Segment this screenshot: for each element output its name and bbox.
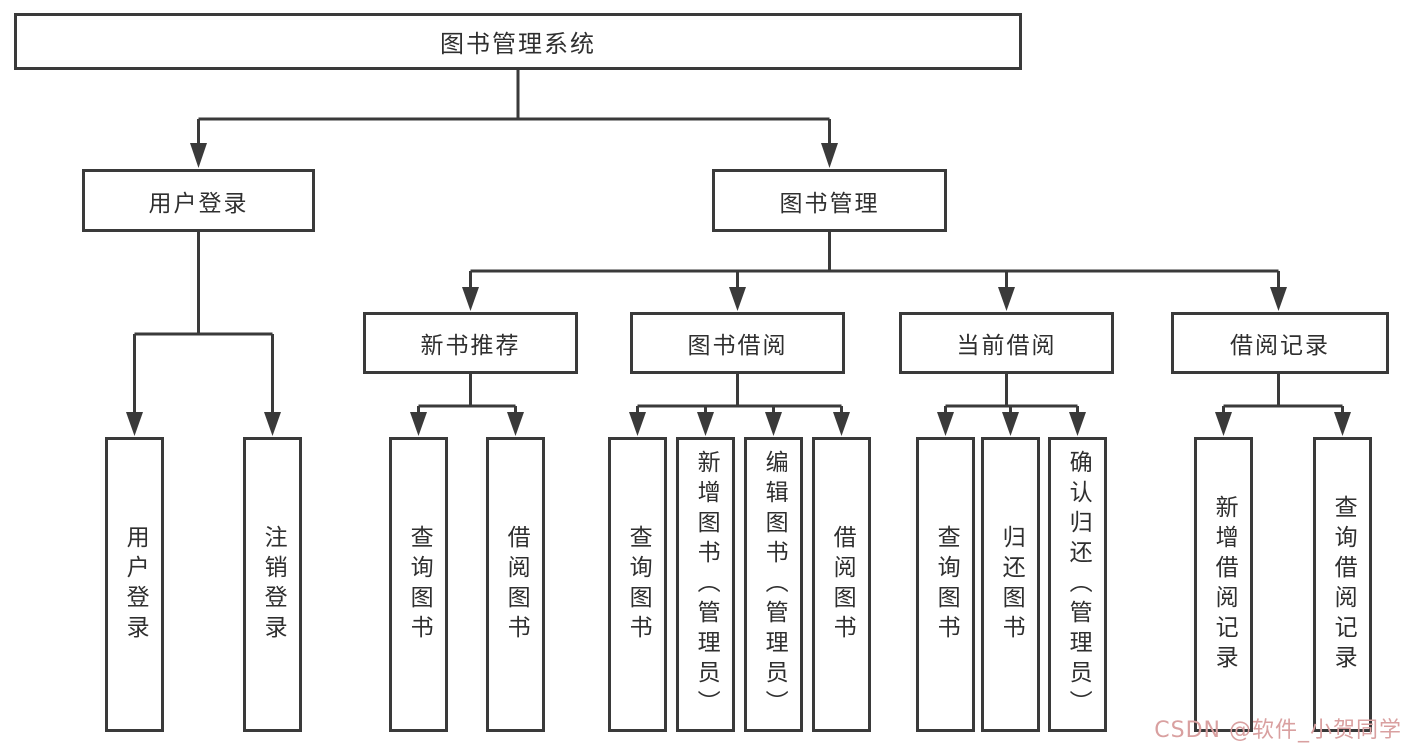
leaf-recommend-query-books-label: 查询图书 <box>406 524 433 645</box>
leaf-current-confirm-return-admin: 确认归还（管理员） <box>1048 437 1107 732</box>
leaf-borrowing-borrow-books-label: 借阅图书 <box>829 524 856 645</box>
node-book-borrowing: 图书借阅 <box>630 312 845 374</box>
leaf-borrowing-add-books-admin: 新增图书（管理员） <box>676 437 735 732</box>
leaf-borrowing-borrow-books: 借阅图书 <box>812 437 871 732</box>
leaf-borrowing-edit-books-admin: 编辑图书（管理员） <box>744 437 803 732</box>
node-user-login: 用户登录 <box>82 169 315 232</box>
leaf-user-login: 用户登录 <box>105 437 164 732</box>
node-current-borrowing-label: 当前借阅 <box>956 333 1057 359</box>
node-borrowing-records: 借阅记录 <box>1171 312 1389 374</box>
leaf-records-query-borrow-record: 查询借阅记录 <box>1313 437 1372 732</box>
leaf-borrowing-add-books-admin-label: 新增图书（管理员） <box>693 449 720 720</box>
node-library-system-label: 图书管理系统 <box>440 30 596 58</box>
leaf-logout-label: 注销登录 <box>260 524 287 645</box>
node-current-borrowing: 当前借阅 <box>899 312 1114 374</box>
node-borrowing-records-label: 借阅记录 <box>1230 333 1330 359</box>
node-new-book-recommend-label: 新书推荐 <box>420 333 521 359</box>
leaf-current-confirm-return-admin-label: 确认归还（管理员） <box>1065 449 1092 720</box>
csdn-watermark: CSDN @软件_小贺同学 <box>1154 718 1402 743</box>
leaf-current-return-books-label: 归还图书 <box>998 524 1025 645</box>
leaf-current-query-books: 查询图书 <box>916 437 975 732</box>
node-new-book-recommend: 新书推荐 <box>363 312 578 374</box>
leaf-borrowing-query-books-label: 查询图书 <box>625 524 652 645</box>
node-book-management: 图书管理 <box>712 169 947 232</box>
leaf-recommend-borrow-books-label: 借阅图书 <box>503 524 530 645</box>
node-user-login-label: 用户登录 <box>148 190 249 217</box>
leaf-recommend-query-books: 查询图书 <box>389 437 448 732</box>
leaf-current-return-books: 归还图书 <box>981 437 1040 732</box>
leaf-current-query-books-label: 查询图书 <box>933 524 960 645</box>
leaf-records-query-borrow-record-label: 查询借阅记录 <box>1330 494 1357 675</box>
leaf-borrowing-edit-books-admin-label: 编辑图书（管理员） <box>761 449 788 720</box>
leaf-recommend-borrow-books: 借阅图书 <box>486 437 545 732</box>
leaf-borrowing-query-books: 查询图书 <box>608 437 667 732</box>
leaf-records-add-borrow-record: 新增借阅记录 <box>1194 437 1253 732</box>
node-book-management-label: 图书管理 <box>779 190 880 217</box>
leaf-logout: 注销登录 <box>243 437 302 732</box>
leaf-user-login-label: 用户登录 <box>122 524 149 645</box>
node-library-system: 图书管理系统 <box>14 13 1022 70</box>
node-book-borrowing-label: 图书借阅 <box>687 333 788 359</box>
leaf-records-add-borrow-record-label: 新增借阅记录 <box>1211 494 1238 675</box>
